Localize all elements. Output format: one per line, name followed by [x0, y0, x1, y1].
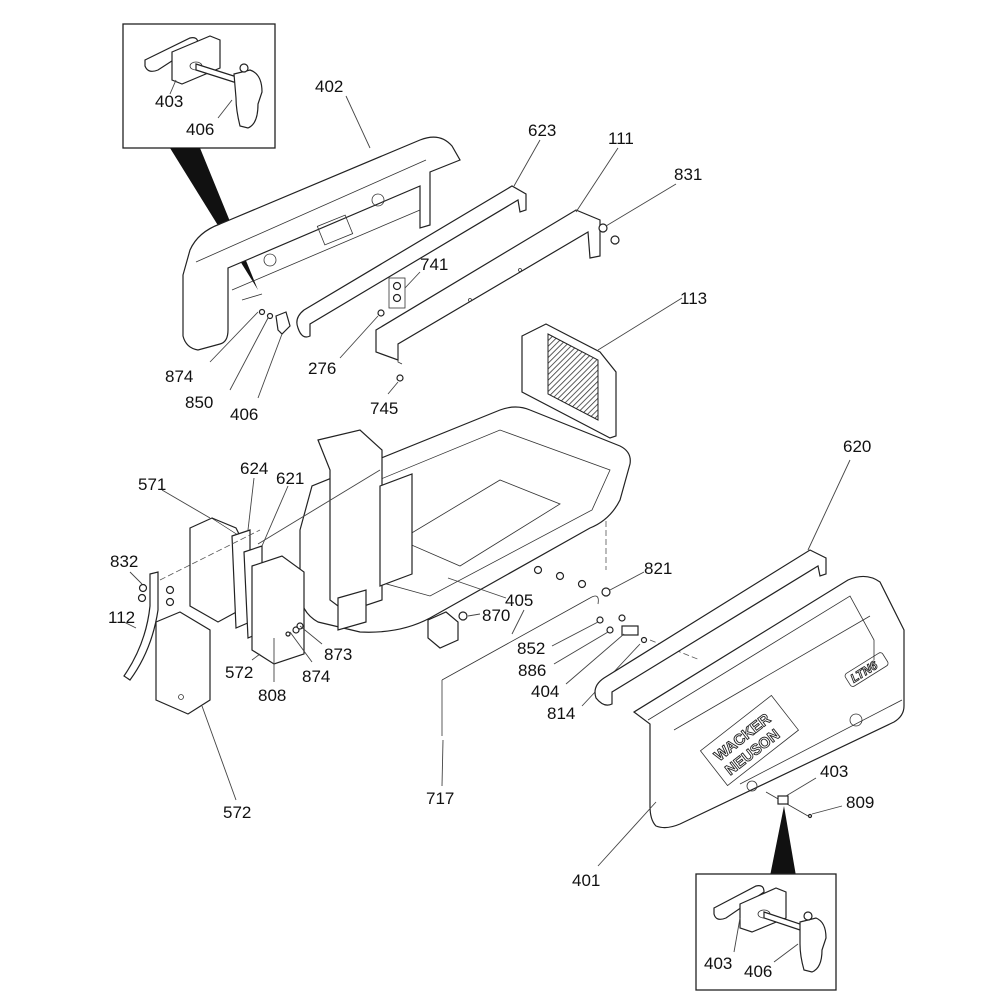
bolts-832-icon	[137, 583, 175, 607]
part-111-frame-rail	[375, 209, 601, 365]
callout-852: 852	[517, 639, 545, 658]
inset-latch-bottom: 403 406	[695, 873, 837, 991]
callout-886: 886	[518, 661, 546, 680]
part-572-panel-mid	[251, 555, 305, 665]
callout-405: 405	[505, 591, 533, 610]
callout-402: 402	[315, 77, 343, 96]
washer-276-icon	[377, 309, 385, 317]
fasteners-right	[596, 614, 648, 644]
callout-113: 113	[680, 289, 707, 308]
callout-403: 403	[820, 762, 848, 781]
latch-small-icon	[765, 791, 813, 819]
callout-870: 870	[482, 606, 510, 625]
part-113-grille	[521, 323, 617, 439]
callout-717: 717	[426, 789, 454, 808]
callout-624: 624	[240, 459, 268, 478]
callout-571: 571	[138, 475, 166, 494]
callout-874: 874	[302, 667, 330, 686]
washer-870-icon	[458, 611, 468, 621]
bolts-row-icon	[533, 565, 611, 597]
lock-icon	[849, 713, 863, 727]
washer-745-icon	[396, 374, 404, 382]
callout-572: 572	[223, 803, 251, 822]
callout-809: 809	[846, 793, 874, 812]
latch-assembly-icon	[144, 35, 263, 129]
part-623-rail	[296, 185, 527, 338]
callout-831: 831	[674, 165, 702, 184]
fasteners-402	[241, 293, 291, 335]
part-402-rear-hood	[182, 136, 461, 351]
bolt-741-icon	[388, 277, 406, 309]
part-401-front-hood: WACKER NEUSON LTN6	[632, 575, 905, 829]
callout-874: 874	[165, 367, 193, 386]
part-572-panel-low	[155, 611, 211, 715]
callout-572: 572	[225, 663, 253, 682]
callout-873: 873	[324, 645, 352, 664]
inset-latch-top: 403 406	[122, 23, 276, 149]
part-717-rod	[441, 595, 599, 736]
nut-831-icon	[598, 223, 620, 245]
part-chassis-base	[299, 406, 631, 649]
inset-pointer-bottom	[770, 806, 796, 876]
callout-406: 406	[744, 962, 772, 981]
callout-741: 741	[420, 255, 448, 274]
callout-403: 403	[704, 954, 732, 973]
part-620-rail	[594, 549, 827, 706]
part-112-strap	[123, 571, 159, 681]
callout-623: 623	[528, 121, 556, 140]
callout-621: 621	[276, 469, 304, 488]
callout-111: 111	[608, 129, 634, 148]
callout-814: 814	[547, 704, 575, 723]
callout-808: 808	[258, 686, 286, 705]
callout-406: 406	[186, 120, 214, 139]
callout-112: 112	[108, 608, 135, 627]
callout-620: 620	[843, 437, 871, 456]
callout-276: 276	[308, 359, 336, 378]
callout-401: 401	[572, 871, 600, 890]
lock-icon	[746, 780, 758, 792]
latch-assembly-icon	[713, 885, 827, 973]
callout-832: 832	[110, 552, 138, 571]
part-571-panel	[189, 517, 241, 623]
callout-850: 850	[185, 393, 213, 412]
callout-821: 821	[644, 559, 672, 578]
callout-406: 406	[230, 405, 258, 424]
callout-745: 745	[370, 399, 398, 418]
callout-403: 403	[155, 92, 183, 111]
callout-404: 404	[531, 682, 559, 701]
